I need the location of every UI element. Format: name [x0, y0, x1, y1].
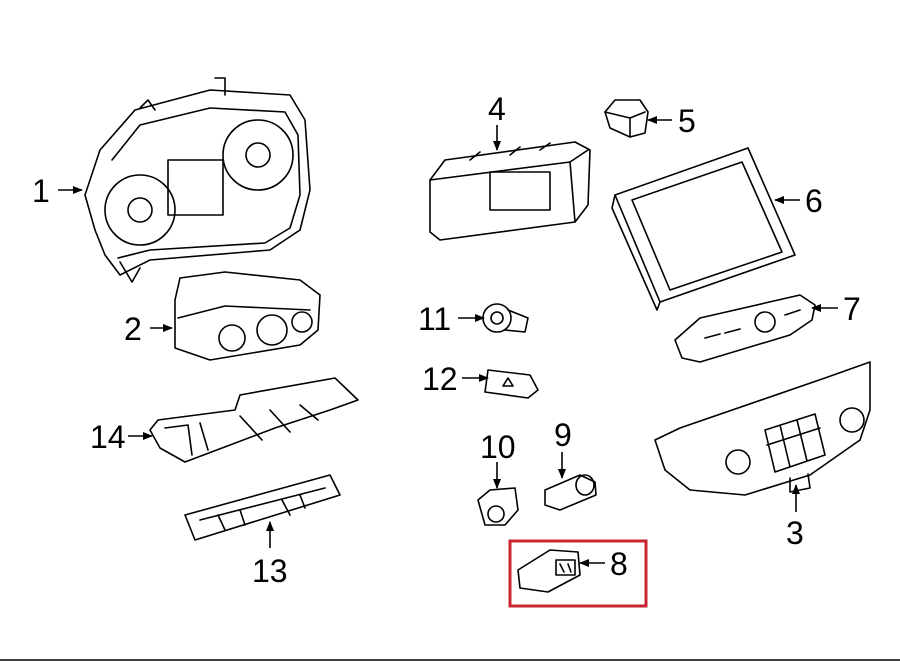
part-7-radio-control[interactable] [674, 294, 816, 363]
callout-11: 11 [418, 301, 451, 337]
callout-6: 6 [805, 183, 823, 219]
part-3-climate-control[interactable] [654, 361, 871, 496]
part-12-hazard-switch[interactable] [484, 369, 539, 399]
callout-labels: 1 2 3 4 5 6 7 8 9 10 11 12 13 14 [32, 91, 861, 589]
part-4-display-module[interactable] [429, 141, 591, 241]
callout-1: 1 [32, 173, 50, 209]
part-9-power-socket[interactable] [544, 474, 597, 511]
part-6-touchscreen[interactable] [611, 147, 796, 311]
callout-2: 2 [124, 311, 142, 347]
leader-lines [58, 116, 838, 567]
part-10-knob-switch[interactable] [477, 487, 519, 526]
part-5-switch[interactable] [604, 99, 649, 138]
part-13-switch-bezel[interactable] [184, 474, 341, 541]
callout-5: 5 [678, 103, 696, 139]
callout-14: 14 [90, 419, 126, 455]
part-8-usb-port[interactable] [517, 549, 581, 593]
callout-4: 4 [488, 91, 506, 127]
highlight-box-part-8 [508, 539, 648, 608]
callout-12: 12 [422, 361, 458, 397]
callout-13: 13 [252, 553, 288, 589]
part-1-instrument-cluster[interactable] [84, 77, 311, 283]
callout-8: 8 [610, 546, 628, 582]
callout-9: 9 [554, 417, 572, 453]
part-2-switch-panel[interactable] [174, 271, 321, 361]
callout-10: 10 [480, 429, 516, 465]
part-14-console-trim[interactable] [149, 377, 359, 463]
part-11-push-button[interactable] [482, 303, 529, 333]
callout-3: 3 [786, 515, 804, 551]
callout-7: 7 [843, 291, 861, 327]
